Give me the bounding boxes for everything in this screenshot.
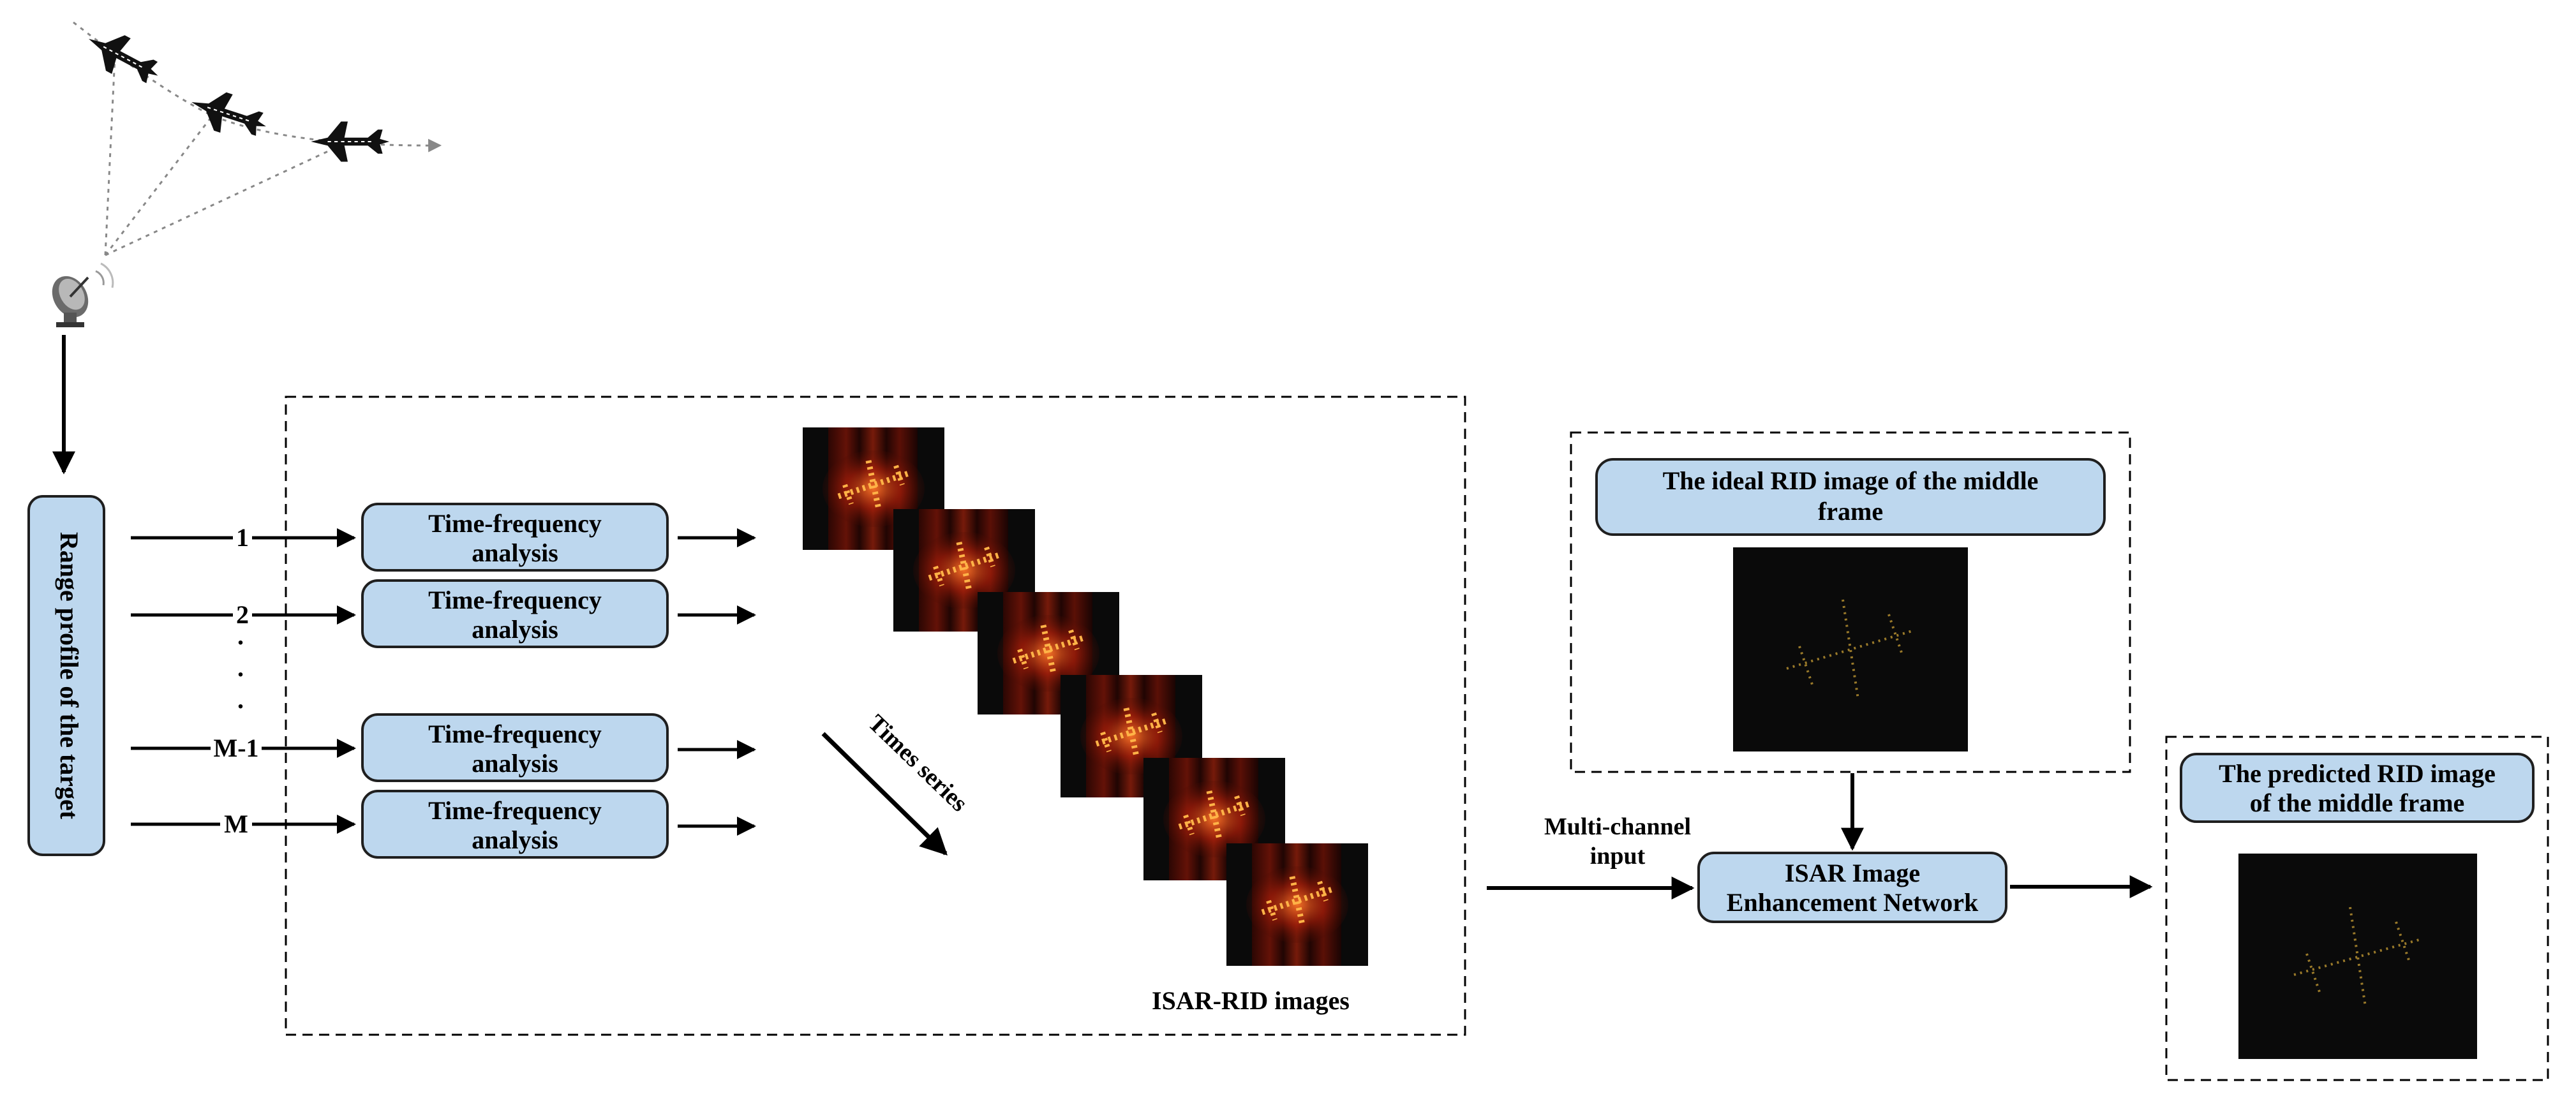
ideal-title-box: The ideal RID image of the middle frame	[1595, 458, 2106, 536]
tfa-box	[361, 579, 669, 648]
jet-icon	[310, 121, 391, 163]
network-label-line1: ISAR Image	[1785, 859, 1920, 887]
tfa-label-line1: Time-frequency	[428, 796, 602, 825]
tfa-label-line2: analysis	[472, 538, 558, 567]
svg-text:.: .	[237, 621, 244, 650]
channel-row: 1 Time-frequency analysis	[131, 503, 756, 572]
ideal-rid-image	[1733, 547, 1968, 751]
tfa-container	[285, 396, 1466, 1036]
predicted-title-box: The predicted RID image of the middle fr…	[2180, 753, 2535, 823]
svg-text:.: .	[237, 653, 244, 682]
network-label-line2: Enhancement Network	[1727, 888, 1979, 917]
range-profile-box: Range profile of the target	[27, 495, 105, 856]
multichannel-label-line2: input	[1590, 843, 1646, 870]
tfa-label-line2: analysis	[472, 749, 558, 778]
channel-row: 2 Time-frequency analysis	[131, 579, 756, 648]
predicted-panel	[2165, 736, 2549, 1081]
jet-icon	[78, 20, 168, 94]
channel-row: M Time-frequency analysis	[131, 790, 756, 859]
channel-ellipsis: . . .	[237, 621, 244, 714]
tfa-label-line1: Time-frequency	[428, 509, 602, 538]
channel-index: M-1	[213, 734, 258, 762]
range-profile-label: Range profile of the target	[55, 532, 84, 820]
target-scene	[52, 20, 442, 327]
channel-index: M	[224, 810, 248, 838]
channel-index: 2	[236, 600, 249, 629]
isar-rid-stack	[803, 427, 1368, 966]
ideal-title-line1: The ideal RID image of the middle	[1663, 466, 2039, 495]
predicted-title-line1: The predicted RID image	[2219, 759, 2496, 788]
tfa-box	[361, 790, 669, 859]
tfa-box	[361, 713, 669, 782]
tfa-label-line2: analysis	[472, 615, 558, 644]
channel-row: M-1 Time-frequency analysis	[131, 713, 756, 782]
ideal-panel	[1570, 431, 2131, 773]
ideal-title-line2: frame	[1818, 497, 1883, 526]
multichannel-label-line1: Multi-channel	[1544, 813, 1691, 840]
predicted-title-line2: of the middle frame	[2250, 788, 2465, 817]
rid-image	[978, 592, 1119, 714]
time-series-label: Times series	[863, 709, 972, 817]
predicted-rid-image	[2238, 854, 2477, 1059]
rid-image	[1226, 843, 1368, 966]
tfa-label-line1: Time-frequency	[428, 586, 602, 614]
network-box: ISAR Image Enhancement Network	[1697, 852, 2007, 923]
tfa-label-line2: analysis	[472, 825, 558, 854]
isar-rid-label: ISAR-RID images	[1152, 986, 1350, 1015]
time-series-arrow	[821, 732, 948, 855]
jet-icon	[184, 82, 273, 147]
tfa-box	[361, 503, 669, 572]
svg-text:.: .	[237, 685, 244, 714]
radar-dish-icon	[52, 262, 114, 327]
tfa-label-line1: Time-frequency	[428, 720, 602, 748]
channel-index: 1	[236, 523, 249, 552]
